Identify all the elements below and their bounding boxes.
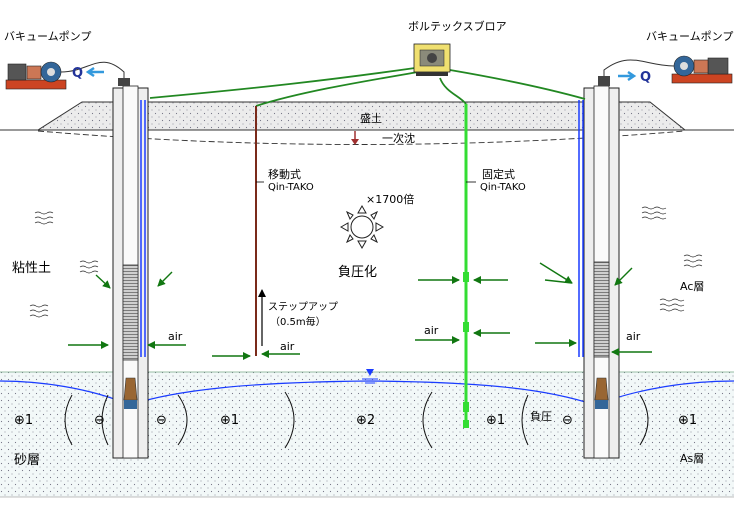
- left-pump-label: バキュームポンプ: [4, 30, 91, 43]
- groundwater-curve: [0, 380, 734, 406]
- left-discharge-arrow: [85, 66, 104, 78]
- plus-1-center-left: ⊕1: [220, 413, 239, 428]
- air-label-right: air: [626, 330, 641, 343]
- right-q-label: Q: [640, 70, 651, 85]
- fixed-type-label: 固定式: [482, 167, 515, 181]
- air-label-center: air: [280, 340, 295, 353]
- minus-left-b: ⊖: [156, 413, 167, 428]
- pressure-arcs: [64, 391, 649, 449]
- left-well-screen: [122, 264, 139, 361]
- clay-symbols: [29, 206, 703, 318]
- minus-left-a: ⊖: [94, 413, 105, 428]
- fixed-name-label: Qin-TAKO: [480, 182, 526, 193]
- as-layer-label: As層: [680, 452, 704, 465]
- right-well: [583, 85, 620, 459]
- vacuum-lines: [140, 100, 584, 357]
- mobile-type-label: 移動式: [268, 167, 301, 181]
- air-label-fixed: air: [424, 324, 439, 337]
- mobile-name-label: Qin-TAKO: [268, 182, 314, 193]
- air-label-left: air: [168, 330, 183, 343]
- right-submersible-pump: [594, 377, 609, 401]
- plus-2-center: ⊕2: [356, 413, 375, 428]
- plus-1-center-right: ⊕1: [486, 413, 505, 428]
- step-interval-label: （0.5m毎）: [270, 315, 326, 328]
- neg-pressure-short-label: 負圧: [530, 410, 552, 423]
- left-well: [112, 85, 149, 459]
- clay-label: 粘性土: [12, 261, 51, 276]
- magnification-label: ×1700倍: [366, 192, 414, 206]
- right-valve: [598, 76, 610, 86]
- right-discharge-arrow: [618, 70, 637, 82]
- sand-layer-texture: [0, 372, 734, 497]
- ac-layer-label: Ac層: [680, 280, 704, 293]
- vortex-blower: [413, 43, 451, 76]
- sand-label: 砂層: [14, 453, 40, 468]
- right-pump-label: バキュームポンプ: [646, 30, 733, 43]
- left-submersible-pump: [123, 377, 138, 401]
- settlement-label: 一次沈: [382, 131, 415, 145]
- plus-1-right: ⊕1: [678, 413, 697, 428]
- minus-right: ⊖: [562, 413, 573, 428]
- fill-label: 盛土: [360, 111, 382, 125]
- right-well-screen: [593, 261, 610, 358]
- blower-label: ボルテックスブロア: [408, 19, 507, 33]
- left-q-label: Q: [72, 66, 83, 81]
- air-inflow-arrows: [68, 262, 652, 360]
- step-up-label: ステップアップ: [268, 301, 338, 313]
- water-level-marker: [366, 369, 374, 376]
- air-hoses: [149, 67, 586, 107]
- negative-pressure-label: 負圧化: [338, 265, 377, 280]
- left-vacuum-pump: [5, 61, 67, 90]
- right-vacuum-pump: [671, 55, 733, 84]
- left-valve: [118, 78, 130, 86]
- fixed-qin-tako-pipe: [463, 104, 469, 428]
- plus-1-left: ⊕1: [14, 413, 33, 428]
- sun-icon: [339, 204, 385, 250]
